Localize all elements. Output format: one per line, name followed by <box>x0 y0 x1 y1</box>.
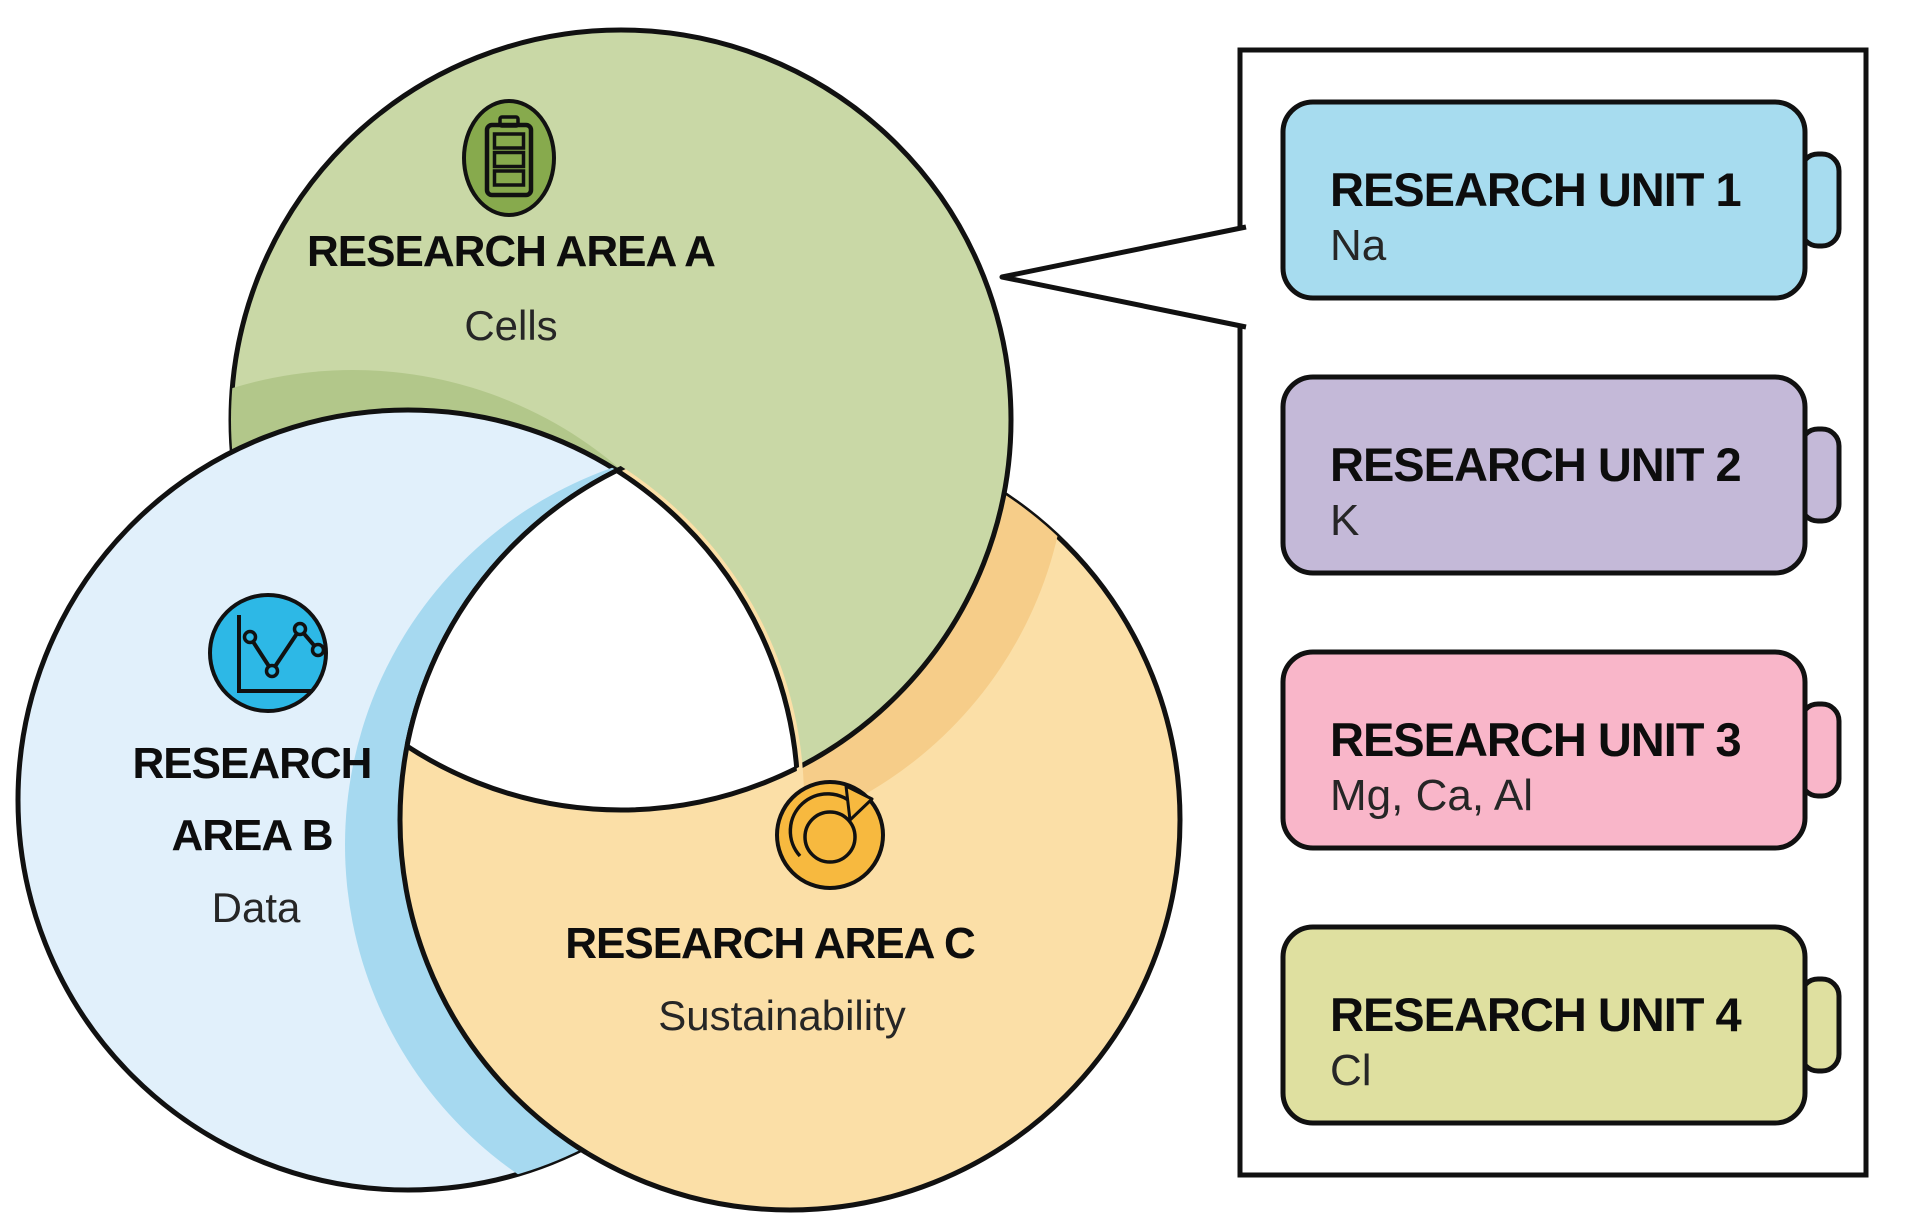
unit-card-4: RESEARCH UNIT 4 Cl <box>1280 924 1842 1126</box>
area-c-group: RESEARCH AREA C Sustainability <box>565 780 976 1039</box>
unit-elements: Mg, Ca, Al <box>1330 771 1533 820</box>
area-b-title-line2: AREA B <box>171 811 332 860</box>
area-b-group: RESEARCH AREA B Data <box>133 593 372 931</box>
unit-card-body <box>1280 99 1808 301</box>
unit-elements: K <box>1330 496 1359 545</box>
unit-card-body <box>1280 649 1808 851</box>
battery-icon <box>462 99 556 217</box>
unit-card-1: RESEARCH UNIT 1 Na <box>1280 99 1842 301</box>
area-b-title-line1: RESEARCH <box>133 739 372 788</box>
area-c-title: RESEARCH AREA C <box>565 919 975 968</box>
triple-edge-green-arc <box>400 430 798 813</box>
unit-title: RESEARCH UNIT 2 <box>1330 438 1741 491</box>
area-b-subtitle: Data <box>212 884 301 931</box>
area-a-title: RESEARCH AREA A <box>307 227 715 276</box>
area-a-group: RESEARCH AREA A Cells <box>307 99 716 349</box>
callout-tail <box>999 224 1247 330</box>
unit-card-2: RESEARCH UNIT 2 K <box>1280 374 1842 576</box>
cycle-arrow-icon <box>775 780 885 890</box>
unit-card-body <box>1280 374 1808 576</box>
line-chart-icon <box>208 593 328 713</box>
unit-title: RESEARCH UNIT 1 <box>1330 163 1741 216</box>
unit-card-3: RESEARCH UNIT 3 Mg, Ca, Al <box>1280 649 1842 851</box>
unit-elements: Cl <box>1330 1046 1372 1095</box>
unit-title: RESEARCH UNIT 3 <box>1330 713 1741 766</box>
unit-elements: Na <box>1330 221 1387 270</box>
unit-card-body <box>1280 924 1808 1126</box>
area-c-subtitle: Sustainability <box>658 992 905 1039</box>
area-a-subtitle: Cells <box>464 302 557 349</box>
unit-title: RESEARCH UNIT 4 <box>1330 988 1742 1041</box>
